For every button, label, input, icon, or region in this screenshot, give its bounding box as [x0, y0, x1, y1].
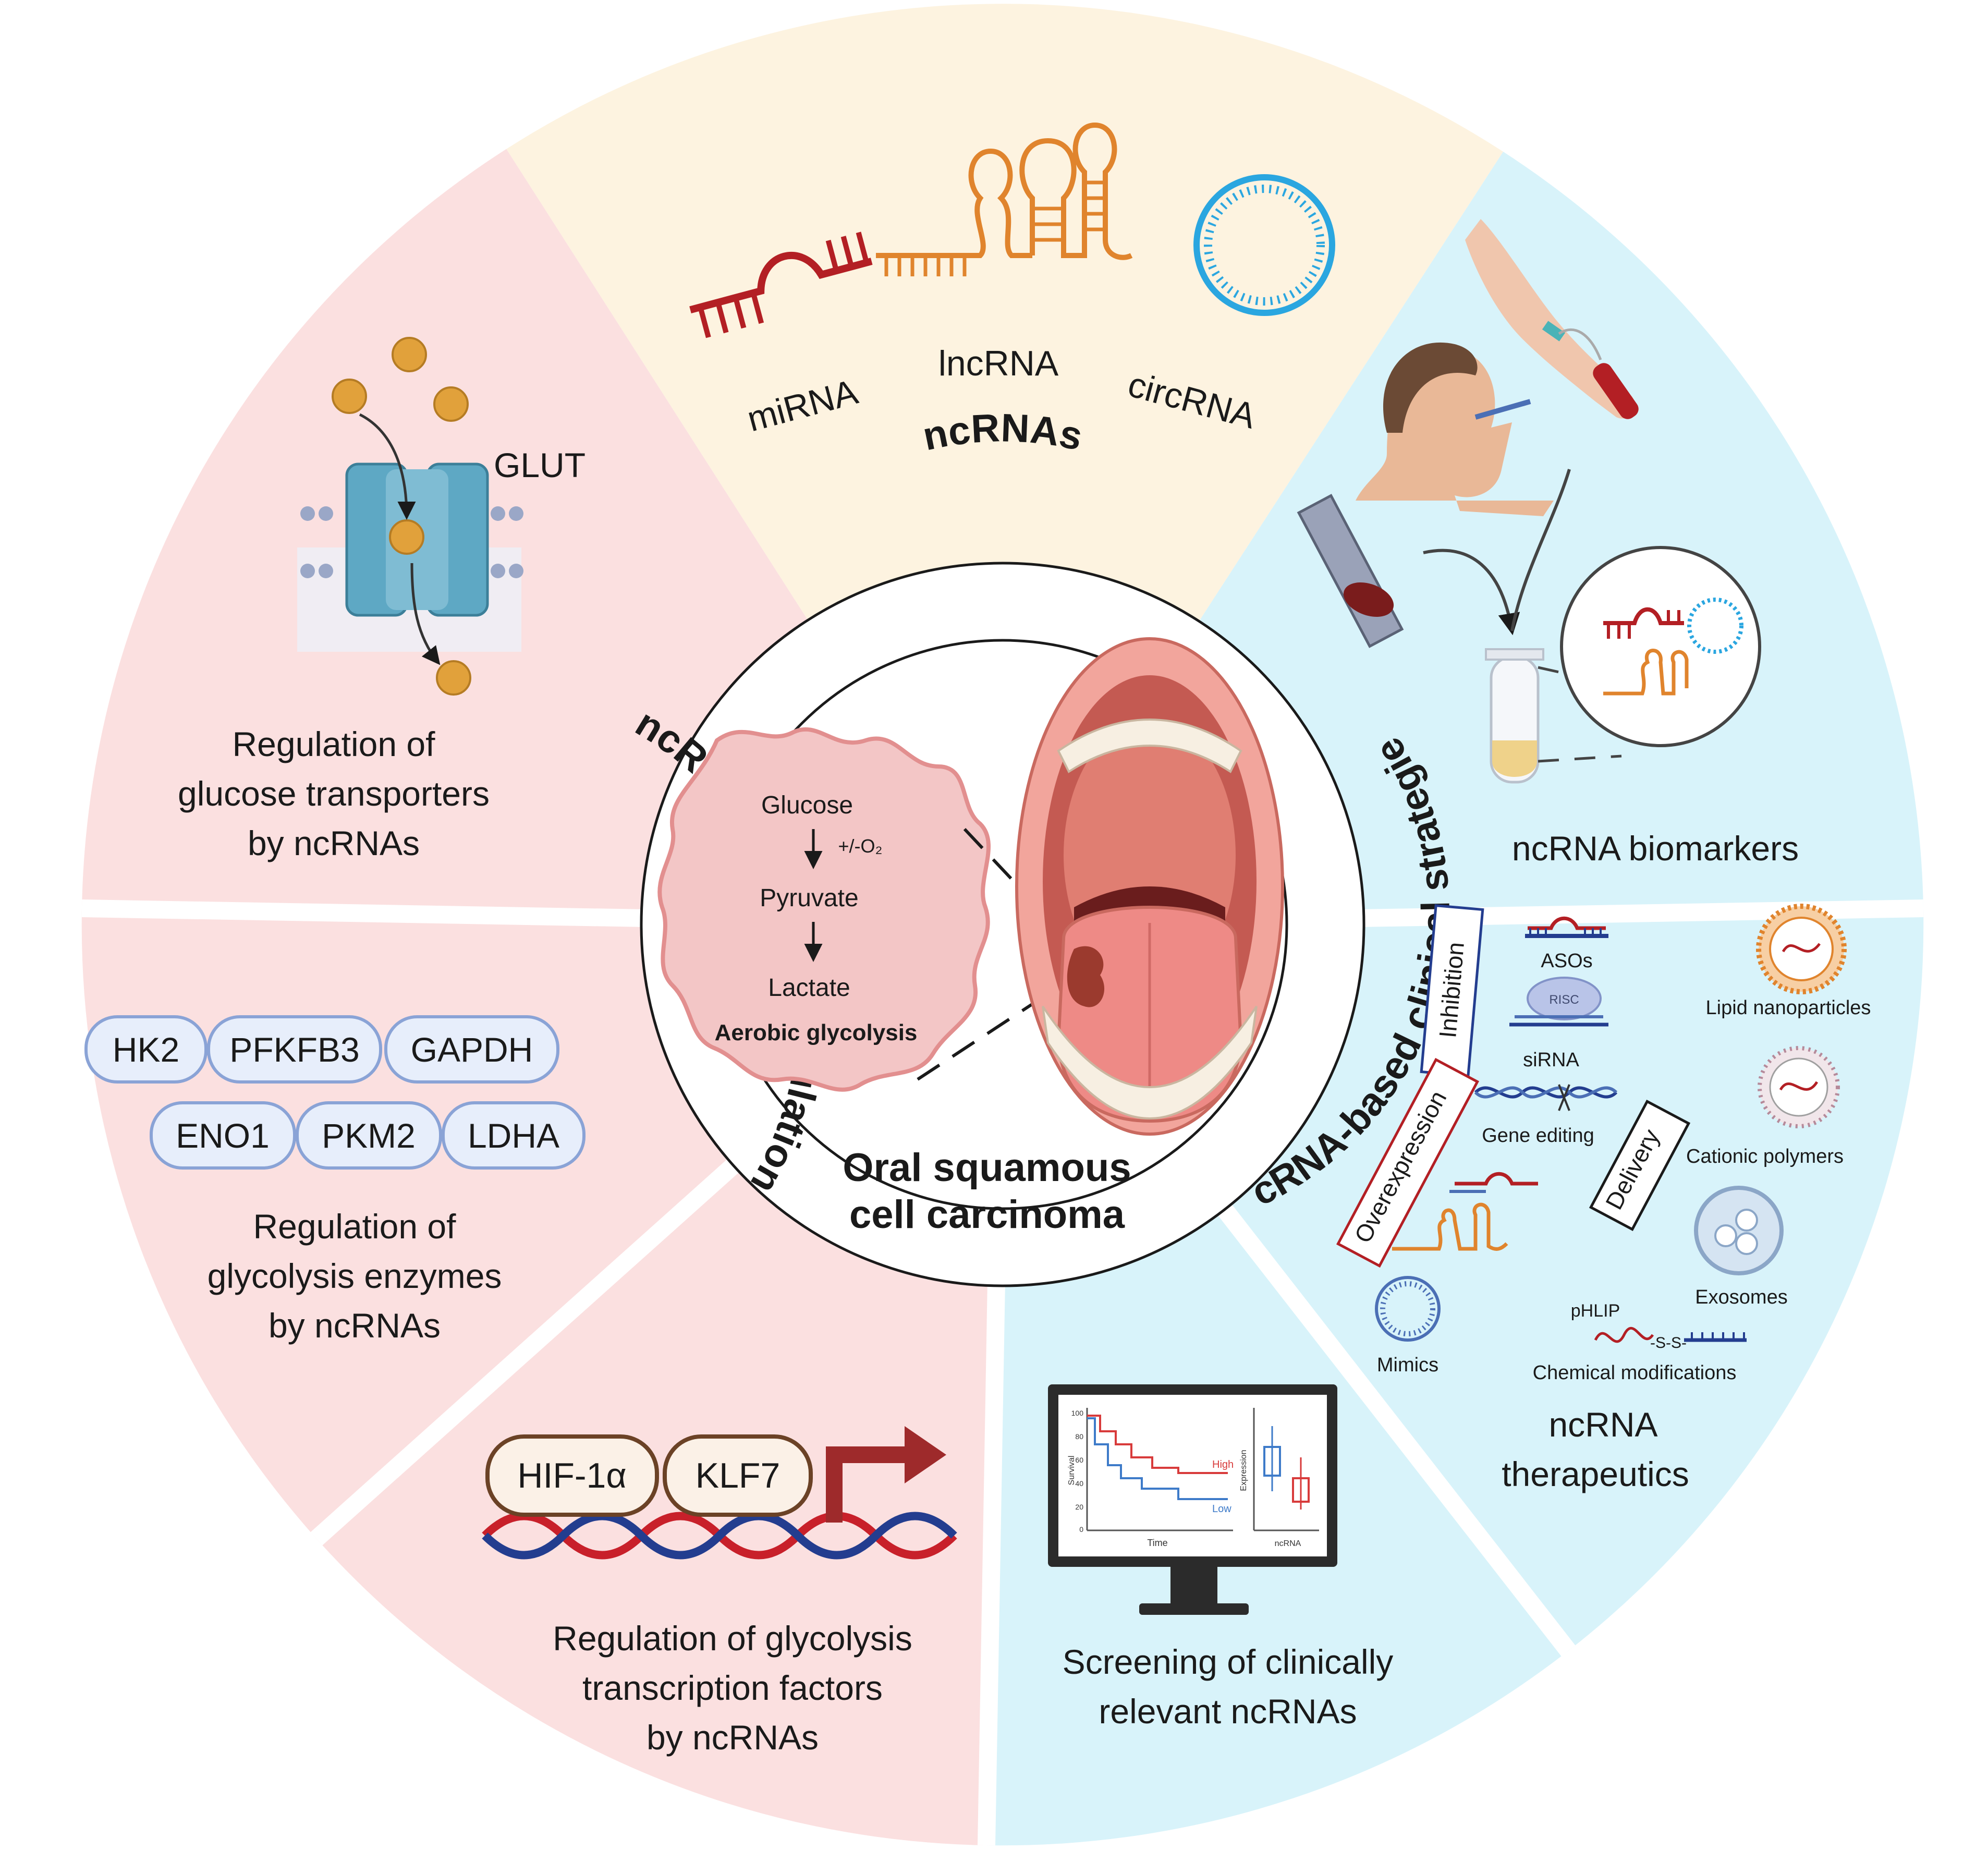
- tfs-caption-1: Regulation of glycolysis: [553, 1619, 912, 1658]
- lipid-label: Lipid nanoparticles: [1706, 997, 1871, 1019]
- aerobic-glycolysis-label: Aerobic glycolysis: [715, 1020, 918, 1045]
- biomarkers-caption: ncRNA biomarkers: [1512, 829, 1799, 868]
- sample-tube-icon: [1485, 648, 1544, 784]
- mirna-icon: [689, 232, 873, 338]
- cationic-label: Cationic polymers: [1686, 1146, 1844, 1167]
- blood-draw-arm-icon: [1465, 219, 1639, 419]
- glut-caption-1: Regulation of: [233, 725, 436, 763]
- tissue-slide-icon: [1297, 494, 1404, 648]
- plot-survival: Survival: [1067, 1456, 1076, 1486]
- plot-tick-60: 60: [1075, 1456, 1083, 1464]
- tfs-caption-2: transcription factors: [582, 1669, 883, 1707]
- enzyme-hk2: HK2: [113, 1030, 179, 1069]
- oscc-title-line2: cell carcinoma: [849, 1192, 1125, 1237]
- tf-box-klf7: [663, 1434, 813, 1517]
- glucose-transporter-icon: [297, 337, 523, 696]
- lncrna-icon: [876, 122, 1133, 276]
- mimic-icon: [1375, 1276, 1441, 1342]
- lactate-label: Lactate: [768, 974, 850, 1002]
- exosomes-label: Exosomes: [1695, 1286, 1787, 1308]
- pyruvate-label: Pyruvate: [760, 884, 858, 912]
- arrow-slide-tube: [1423, 549, 1520, 636]
- glut-label: GLUT: [494, 446, 586, 484]
- enzyme-box: [207, 1015, 382, 1084]
- exosome-icon: [1694, 1186, 1784, 1275]
- risc-label: RISC: [1549, 993, 1579, 1007]
- tumor-cell-icon: [657, 727, 991, 1092]
- dna-double-helix-icon: [482, 1512, 957, 1560]
- delivery-box: [1589, 1099, 1691, 1232]
- ss-label: -S-S-: [1650, 1334, 1687, 1352]
- enzyme-box: [384, 1015, 559, 1084]
- arrow-blood-tube: [1510, 469, 1571, 631]
- therapeutics-caption-2: therapeutics: [1502, 1455, 1689, 1493]
- gene-editing-dna-icon: [1474, 1084, 1618, 1111]
- plot-tick-80: 80: [1075, 1432, 1083, 1441]
- screening-caption-2: relevant ncRNAs: [1099, 1692, 1357, 1731]
- plot-tick-20: 20: [1075, 1503, 1083, 1511]
- enzyme-box: [150, 1101, 296, 1170]
- plot-ncrna: ncRNA: [1275, 1539, 1301, 1548]
- lipid-nanoparticle-icon: [1756, 904, 1847, 994]
- phlip-conjugate-icon: [1594, 1326, 1747, 1343]
- mimics-label: Mimics: [1377, 1354, 1438, 1376]
- screening-caption-1: Screening of clinically: [1063, 1642, 1394, 1681]
- mirna-mimic-icons: [1392, 1172, 1538, 1251]
- enzymes-caption-2: glycolysis enzymes: [208, 1257, 502, 1295]
- enzyme-boxes: [84, 1015, 586, 1170]
- glucose-label: Glucose: [761, 792, 853, 819]
- glut-caption-2: glucose transporters: [178, 774, 490, 813]
- plot-time: Time: [1147, 1538, 1167, 1548]
- asos-label: ASOs: [1541, 950, 1592, 972]
- cationic-polymer-icon: [1758, 1046, 1840, 1128]
- oxygen-label: +/-O₂: [838, 835, 883, 857]
- chemical-label: Chemical modifications: [1533, 1362, 1737, 1384]
- enzyme-box: [442, 1101, 586, 1170]
- enzyme-box: [84, 1015, 208, 1084]
- oscc-title-line1: Oral squamous: [843, 1146, 1131, 1190]
- lncrna-label: lncRNA: [938, 344, 1059, 383]
- enzyme-eno1: ENO1: [176, 1116, 270, 1155]
- open-mouth-icon: [1015, 637, 1284, 1136]
- tfs-caption-3: by ncRNAs: [647, 1718, 819, 1757]
- risc-sirna-icon: [1509, 977, 1608, 1027]
- enzyme-ldha: LDHA: [468, 1116, 559, 1155]
- enzyme-pfkfb3: PFKFB3: [229, 1030, 359, 1069]
- transcription-arrow-icon: [826, 1426, 946, 1523]
- glut-caption-3: by ncRNAs: [248, 824, 420, 862]
- sirna-label: siRNA: [1523, 1049, 1579, 1071]
- plot-tick-0: 0: [1079, 1525, 1083, 1533]
- monitor-survival-plot-icon: [1048, 1384, 1337, 1615]
- tf-box-hif: [485, 1434, 659, 1517]
- aso-icon: [1525, 916, 1608, 938]
- phlip-label: pHLIP: [1571, 1301, 1620, 1321]
- tf-klf7: KLF7: [696, 1456, 780, 1495]
- gene-editing-label: Gene editing: [1482, 1125, 1594, 1147]
- plot-low: Low: [1212, 1503, 1231, 1515]
- plot-tick-100: 100: [1071, 1409, 1084, 1417]
- sector-ncrnas: [506, 4, 1504, 925]
- plot-high: High: [1212, 1459, 1234, 1470]
- circrna-icon: [1193, 174, 1335, 316]
- overexpression-box: [1336, 1057, 1480, 1268]
- enzymes-caption-3: by ncRNAs: [269, 1306, 441, 1345]
- ncrna-magnifier-icon: [1560, 546, 1761, 747]
- plot-expression: Expression: [1239, 1450, 1248, 1491]
- plot-tick-40: 40: [1075, 1479, 1083, 1488]
- tf-hif1a: HIF-1α: [517, 1456, 626, 1495]
- enzyme-pkm2: PKM2: [322, 1116, 416, 1155]
- therapeutics-caption-1: ncRNA: [1548, 1405, 1657, 1444]
- patient-swab-icon: [1356, 342, 1554, 516]
- enzymes-caption-1: Regulation of: [253, 1207, 457, 1246]
- enzyme-gapdh: GAPDH: [411, 1030, 533, 1069]
- enzyme-box: [296, 1101, 442, 1170]
